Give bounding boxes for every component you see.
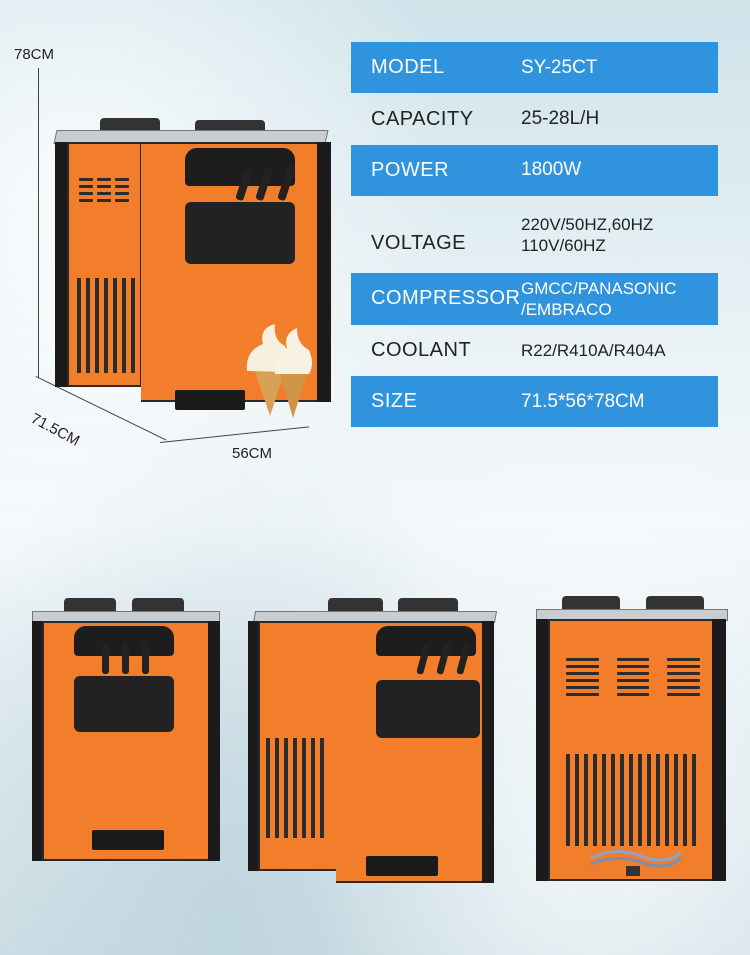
dispenser-head (185, 202, 295, 264)
spec-key: MODEL (371, 56, 445, 79)
spec-row-compressor: COMPRESSOR GMCC/PANASONIC /EMBRACO (351, 273, 718, 325)
spec-value: 1800W (521, 159, 582, 181)
side-vent-grill (77, 278, 135, 373)
height-dimension-line (38, 68, 39, 378)
dispenser-head (74, 676, 174, 732)
dispenser-head (376, 680, 480, 738)
hopper-lid-left (100, 118, 160, 132)
spec-key: CAPACITY (371, 107, 474, 130)
lever-left (102, 644, 109, 674)
ice-cream-cones-icon (246, 324, 312, 418)
spec-row-voltage: VOLTAGE 220V/50HZ,60HZ 110V/60HZ (351, 196, 718, 273)
lever-middle (122, 642, 129, 674)
power-cord-icon (590, 850, 683, 876)
front-view-machine-image (32, 598, 222, 863)
right-edge (208, 621, 220, 861)
left-edge (32, 621, 44, 861)
side-vent-grill (266, 738, 328, 838)
spec-value: R22/R410A/R404A (521, 340, 666, 360)
spec-row-coolant: COOLANT R22/R410A/R404A (351, 325, 718, 376)
back-vent-grill (566, 754, 700, 846)
control-panel (185, 148, 295, 186)
hopper-lid-right (132, 598, 184, 612)
spec-key: VOLTAGE (371, 232, 467, 255)
spec-key: SIZE (371, 390, 418, 413)
spec-row-model: MODEL SY-25CT (351, 42, 718, 94)
side-edge (248, 621, 260, 871)
spec-table: MODEL SY-25CT CAPACITY 25-28L/H POWER 18… (351, 42, 718, 428)
height-label: 78CM (14, 46, 55, 63)
back-vents-top (566, 658, 700, 696)
spec-value-line: 110V/60HZ (521, 235, 606, 255)
lever-right (142, 642, 149, 674)
spec-row-power: POWER 1800W (351, 144, 718, 197)
right-edge (712, 619, 726, 881)
left-edge (536, 619, 550, 881)
hopper-lid-left (328, 598, 383, 612)
spec-value: 220V/50HZ,60HZ 110V/60HZ (521, 214, 718, 256)
spec-value: 71.5*56*78CM (521, 390, 645, 412)
width-label: 56CM (232, 445, 273, 462)
hopper-lid-left (562, 596, 620, 610)
hopper-lid-left (64, 598, 116, 612)
spec-value-line: 220V/50HZ,60HZ (521, 214, 654, 234)
spec-key: COMPRESSOR (371, 287, 521, 310)
spec-key: POWER (371, 158, 450, 181)
angled-view-machine-image (248, 598, 498, 883)
front-panel (336, 621, 494, 883)
back-view-machine-image (536, 596, 728, 884)
drip-tray (92, 830, 164, 850)
spec-value: GMCC/PANASONIC /EMBRACO (521, 278, 718, 320)
main-machine-image (53, 118, 331, 448)
front-right-edge (482, 621, 494, 883)
hopper-lid-right (646, 596, 704, 610)
drip-tray (175, 390, 245, 410)
hopper-lid-right (398, 598, 458, 612)
spec-row-size: SIZE 71.5*56*78CM (351, 375, 718, 428)
front-right-edge (317, 142, 331, 402)
side-vents-top (79, 178, 129, 202)
spec-value: 25-28L/H (521, 108, 600, 130)
spec-value-line: GMCC/PANASONIC (521, 278, 677, 298)
drip-tray (366, 856, 438, 876)
spec-value-line: /EMBRACO (521, 299, 612, 319)
spec-key: COOLANT (371, 338, 472, 361)
spec-value: SY-25CT (521, 56, 598, 78)
side-panel-dark (55, 142, 69, 387)
spec-row-capacity: CAPACITY 25-28L/H (351, 93, 718, 144)
